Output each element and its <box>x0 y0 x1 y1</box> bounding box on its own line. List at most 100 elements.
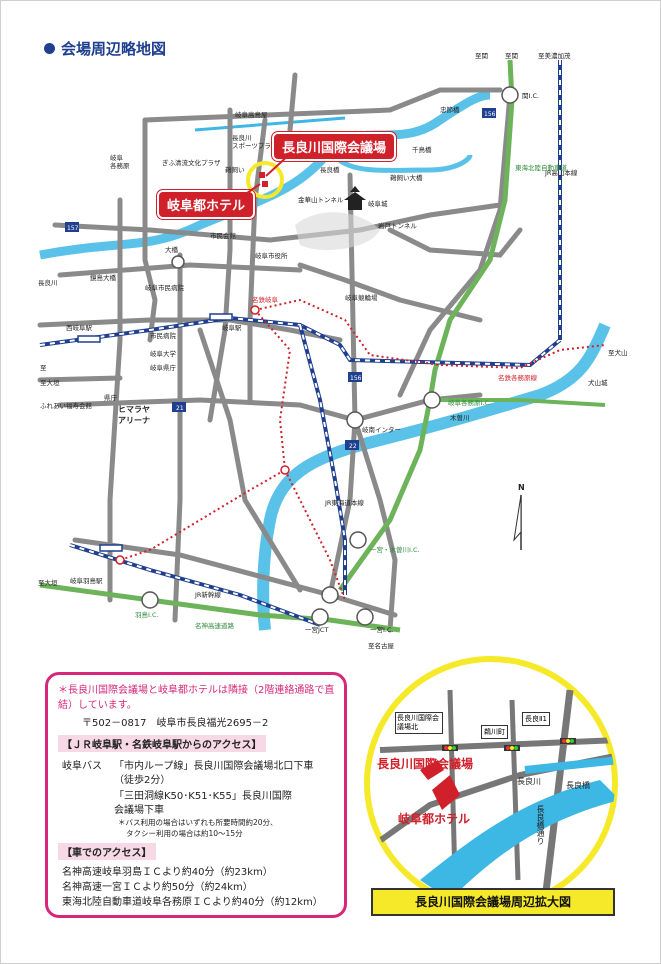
svg-text:鏡島大橋: 鏡島大橋 <box>90 273 117 282</box>
svg-text:156: 156 <box>350 375 362 382</box>
tokai-hokuriku-expressway <box>337 59 515 592</box>
svg-text:至大垣: 至大垣 <box>38 578 58 587</box>
meitetsu-line-nagoya <box>284 469 346 601</box>
bus-route-1: 「市内ループ線」長良川国際会議場北口下車 <box>114 761 314 772</box>
jr-tokaido-south-dash <box>299 324 346 595</box>
svg-text:JR高山本線: JR高山本線 <box>544 168 578 177</box>
svg-text:県庁: 県庁 <box>104 393 118 402</box>
svg-text:市民会館: 市民会館 <box>210 231 237 240</box>
bus-note-1: ＊バス利用の場合はいずれも所要時間約20分、 <box>118 818 278 827</box>
train-access-header: 【ＪＲ岐阜駅・名鉄岐阜駅からのアクセス】 <box>58 735 266 752</box>
route-21-green <box>430 398 606 407</box>
zoom-river <box>420 780 615 900</box>
zoom-hotel-building <box>420 760 444 780</box>
access-info-box: ＊長良川国際会議場と岐阜都ホテルは隣接（2階連絡通路で直結）しています。 〒50… <box>45 672 347 918</box>
nagara-river-branch <box>327 148 473 173</box>
station-markers <box>77 305 290 565</box>
svg-text:一宮I.C.: 一宮I.C. <box>370 625 394 634</box>
zoom-hotel-label: 岐阜都ホテル <box>398 812 471 826</box>
svg-text:156: 156 <box>484 111 496 118</box>
title-bullet-icon <box>44 43 55 54</box>
svg-text:岐阜県庁: 岐阜県庁 <box>150 363 177 372</box>
svg-text:犬山城: 犬山城 <box>588 378 608 387</box>
svg-text:至名古屋: 至名古屋 <box>368 641 395 650</box>
svg-text:市民病院: 市民病院 <box>150 331 177 340</box>
svg-text:ヒマラヤ: ヒマラヤ <box>118 405 150 414</box>
zoom-signal-3-label: 長良Ⅱ1 <box>522 712 550 726</box>
svg-text:至犬山: 至犬山 <box>608 348 628 357</box>
svg-text:岐阜: 岐阜 <box>110 153 124 162</box>
roads-network <box>37 72 523 633</box>
svg-text:西岐阜駅: 西岐阜駅 <box>66 323 93 332</box>
kiso-river <box>257 322 611 631</box>
svg-text:木曽川: 木曽川 <box>450 413 470 422</box>
svg-text:スポーツプラザ: スポーツプラザ <box>232 142 278 150</box>
svg-text:鵜飼い: 鵜飼い <box>225 165 245 174</box>
car-access-header: 【車でのアクセス】 <box>58 843 156 860</box>
svg-text:各務原: 各務原 <box>110 161 130 170</box>
venue-area-marker <box>246 161 284 199</box>
adjacency-note: ＊長良川国際会議場と岐阜都ホテルは隣接（2階連絡通路で直結）しています。 <box>58 685 335 711</box>
zoom-title: 長良川国際会議場周辺拡大図 <box>371 888 615 916</box>
svg-text:鵜飼い大橋: 鵜飼い大橋 <box>390 173 423 182</box>
route-shields: 157 156 156 21 22 <box>65 108 496 450</box>
svg-text:至関: 至関 <box>475 52 488 60</box>
page-title-text: 会場周辺略地図 <box>61 40 167 58</box>
venue-callout: 長良川国際会議場 <box>272 132 397 161</box>
svg-text:21: 21 <box>176 405 184 412</box>
svg-text:JR新幹線: JR新幹線 <box>194 590 221 599</box>
svg-text:千鳥橋: 千鳥橋 <box>412 145 432 154</box>
zoom-river-label: 長良川 <box>517 777 541 786</box>
svg-text:至美濃加茂: 至美濃加茂 <box>538 51 571 60</box>
svg-text:至大垣: 至大垣 <box>40 378 60 387</box>
svg-text:関I.C.: 関I.C. <box>522 92 539 100</box>
svg-text:長良川: 長良川 <box>38 278 58 287</box>
svg-text:名鉄各務原線: 名鉄各務原線 <box>498 373 538 382</box>
svg-text:岐阜市民病院: 岐阜市民病院 <box>145 283 185 292</box>
svg-text:東海北陸自動車道: 東海北陸自動車道 <box>515 163 568 172</box>
svg-text:岐阜駅: 岐阜駅 <box>222 323 242 332</box>
svg-text:岐阜大学: 岐阜大学 <box>150 349 177 358</box>
page-title: 会場周辺略地図 <box>44 38 166 59</box>
hotel-callout: 岐阜都ホテル <box>157 190 256 219</box>
svg-text:ふれあい福寿会館: ふれあい福寿会館 <box>40 401 93 410</box>
svg-text:22: 22 <box>349 443 357 450</box>
svg-text:忠節橋: 忠節橋 <box>440 105 460 114</box>
svg-text:岐阜競輪場: 岐阜競輪場 <box>345 293 378 302</box>
bus-route-2-stop: 会議場下車 <box>114 805 164 816</box>
canal <box>194 116 346 132</box>
svg-text:至: 至 <box>40 364 47 372</box>
zoom-signal-2-label: 鵜川町 <box>481 725 508 739</box>
gifu-castle-icon <box>344 186 366 210</box>
svg-text:金華山トンネル: 金華山トンネル <box>298 195 344 204</box>
bus-label: 岐阜バス <box>62 761 102 772</box>
svg-text:大橋: 大橋 <box>165 245 179 254</box>
svg-text:JR東海道本線: JR東海道本線 <box>324 498 364 507</box>
zoom-signal-1-label: 長良川国際会議場北 <box>395 712 443 734</box>
interchanges <box>141 86 519 626</box>
north-arrow-icon: N <box>513 483 525 550</box>
svg-text:岐阜城: 岐阜城 <box>368 199 388 208</box>
bus-route-1-walk: （徒歩2分） <box>114 775 171 786</box>
bus-note-2: タクシー利用の場合は約10～15分 <box>126 829 243 838</box>
zoom-street-label: 長良橋通り <box>536 805 545 845</box>
svg-text:157: 157 <box>67 225 79 232</box>
zoom-venue-label: 長良川国際会議場 <box>377 757 474 771</box>
svg-text:岐阜市役所: 岐阜市役所 <box>255 251 288 260</box>
svg-text:岐阜各務原I.C.: 岐阜各務原I.C. <box>448 398 491 407</box>
svg-text:ぎふ清流文化プラザ: ぎふ清流文化プラザ <box>162 158 221 167</box>
svg-text:一宮JCT: 一宮JCT <box>305 625 328 634</box>
svg-text:岐南インター: 岐南インター <box>362 425 401 434</box>
svg-text:岐阜高島屋: 岐阜高島屋 <box>235 110 268 119</box>
mt-kinka-area <box>295 212 380 250</box>
meitetsu-kakamigahara-line <box>254 298 606 370</box>
car-route-1: 名神高速岐阜羽島ＩＣより約40分（約23km） <box>62 867 273 878</box>
svg-text:名神高速道路: 名神高速道路 <box>195 621 235 630</box>
svg-text:岩戸トンネル: 岩戸トンネル <box>378 221 417 230</box>
car-route-2: 名神高速一宮ＩＣより約50分（約24km） <box>62 882 253 893</box>
svg-text:一宮・木曽川I.C.: 一宮・木曽川I.C. <box>370 545 420 554</box>
jr-tokaido-line-dash <box>39 316 561 367</box>
svg-text:長良川: 長良川 <box>232 133 252 142</box>
